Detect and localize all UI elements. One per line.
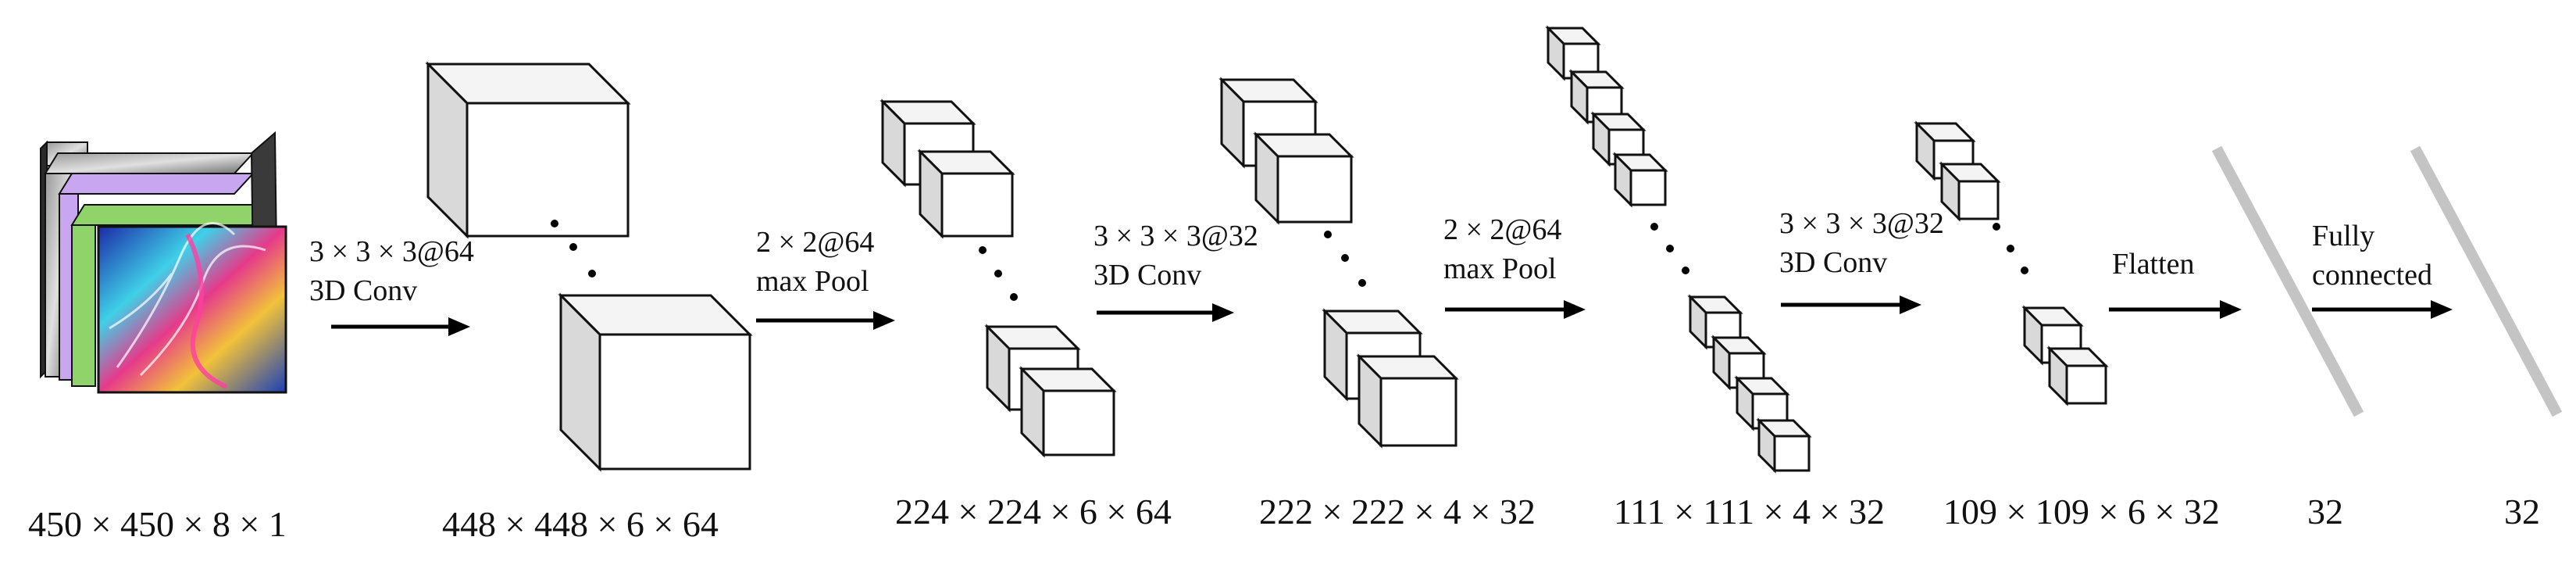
conv2-cube-2 bbox=[1253, 131, 1354, 225]
dim-label-conv2: 222 × 222 × 4 × 32 bbox=[1259, 492, 1536, 531]
ellipsis-dot bbox=[994, 270, 1002, 277]
operation-arrows bbox=[331, 295, 2453, 336]
pool1-cube-2 bbox=[917, 149, 1015, 239]
arrow-pool1 bbox=[756, 311, 895, 330]
output-dense-bar bbox=[2410, 145, 2563, 417]
dim-label-flatten: 32 bbox=[2307, 492, 2343, 531]
ellipsis-dot bbox=[1341, 254, 1349, 262]
ellipsis-dots bbox=[551, 220, 2028, 301]
dim-label-conv1: 448 × 448 × 6 × 64 bbox=[442, 504, 719, 544]
flatten-dense-bar bbox=[2211, 145, 2364, 417]
op-label-flatten: Flatten bbox=[2112, 248, 2195, 281]
op-label-pool2-kernel: 2 × 2@64 bbox=[1443, 213, 1561, 246]
pool2-cube-8 bbox=[1756, 417, 1812, 474]
op-label-fc-line2: connected bbox=[2312, 259, 2432, 292]
op-label-conv3-type: 3D Conv bbox=[1779, 246, 1887, 279]
pool1-cube-4 bbox=[1019, 366, 1117, 458]
ellipsis-dot bbox=[551, 220, 558, 227]
op-label-conv2-kernel: 3 × 3 × 3@32 bbox=[1094, 220, 1258, 252]
conv3-cube-2 bbox=[1939, 161, 2001, 222]
conv1-cube-top bbox=[425, 61, 631, 239]
ellipsis-dot bbox=[1993, 223, 2000, 231]
pool2-cube-5 bbox=[1687, 294, 1743, 350]
feature-map-cubes bbox=[425, 25, 2109, 474]
arrow-conv3 bbox=[1781, 295, 1921, 314]
ellipsis-dot bbox=[2021, 267, 2028, 274]
arrow-conv1 bbox=[331, 317, 470, 336]
dim-label-output: 32 bbox=[2504, 492, 2540, 531]
ellipsis-dot bbox=[2007, 245, 2014, 252]
dim-label-conv3: 109 × 109 × 6 × 32 bbox=[1943, 492, 2220, 531]
pool2-cube-4 bbox=[1612, 152, 1668, 208]
op-label-pool1-kernel: 2 × 2@64 bbox=[756, 226, 874, 259]
conv1-cube-bottom bbox=[558, 292, 753, 472]
dim-label-pool2: 111 × 111 × 4 × 32 bbox=[1614, 492, 1885, 531]
op-label-conv3-kernel: 3 × 3 × 3@32 bbox=[1779, 207, 1944, 240]
operation-labels: 3 × 3 × 3@64 3D Conv 2 × 2@64 max Pool 3… bbox=[309, 207, 2432, 307]
ellipsis-dot bbox=[979, 246, 987, 254]
input-heatmap-slice bbox=[97, 221, 287, 394]
ellipsis-dot bbox=[588, 270, 596, 277]
dimension-labels: 450 × 450 × 8 × 1 448 × 448 × 6 × 64 224… bbox=[28, 492, 2540, 544]
arrow-fc bbox=[2312, 300, 2453, 319]
arrow-conv2 bbox=[1097, 303, 1234, 322]
op-label-pool2-type: max Pool bbox=[1443, 252, 1557, 285]
pool2-cube-1 bbox=[1545, 25, 1601, 81]
op-label-pool1-type: max Pool bbox=[756, 265, 869, 298]
op-label-conv2-type: 3D Conv bbox=[1094, 259, 1201, 292]
op-label-conv1-kernel: 3 × 3 × 3@64 bbox=[309, 235, 474, 268]
dim-label-input: 450 × 450 × 8 × 1 bbox=[28, 504, 287, 544]
ellipsis-dot bbox=[1666, 245, 1674, 252]
ellipsis-dot bbox=[1682, 267, 1689, 274]
ellipsis-dot bbox=[1010, 293, 1018, 301]
op-label-conv1-type: 3D Conv bbox=[309, 274, 417, 307]
op-label-fc-line1: Fully bbox=[2312, 220, 2374, 252]
conv3-cube-3 bbox=[2021, 305, 2084, 366]
ellipsis-dot bbox=[1650, 223, 1658, 231]
conv3-cube-4 bbox=[2046, 345, 2109, 406]
ellipsis-dot bbox=[1358, 279, 1366, 287]
conv2-cube-4 bbox=[1356, 353, 1459, 449]
ellipsis-dot bbox=[1324, 231, 1332, 238]
input-slice-green bbox=[70, 204, 277, 387]
arrow-pool2 bbox=[1445, 300, 1586, 319]
input-volume bbox=[40, 131, 287, 394]
ellipsis-dot bbox=[569, 243, 577, 251]
arrow-flatten bbox=[2109, 300, 2242, 319]
dim-label-pool1: 224 × 224 × 6 × 64 bbox=[895, 492, 1172, 531]
